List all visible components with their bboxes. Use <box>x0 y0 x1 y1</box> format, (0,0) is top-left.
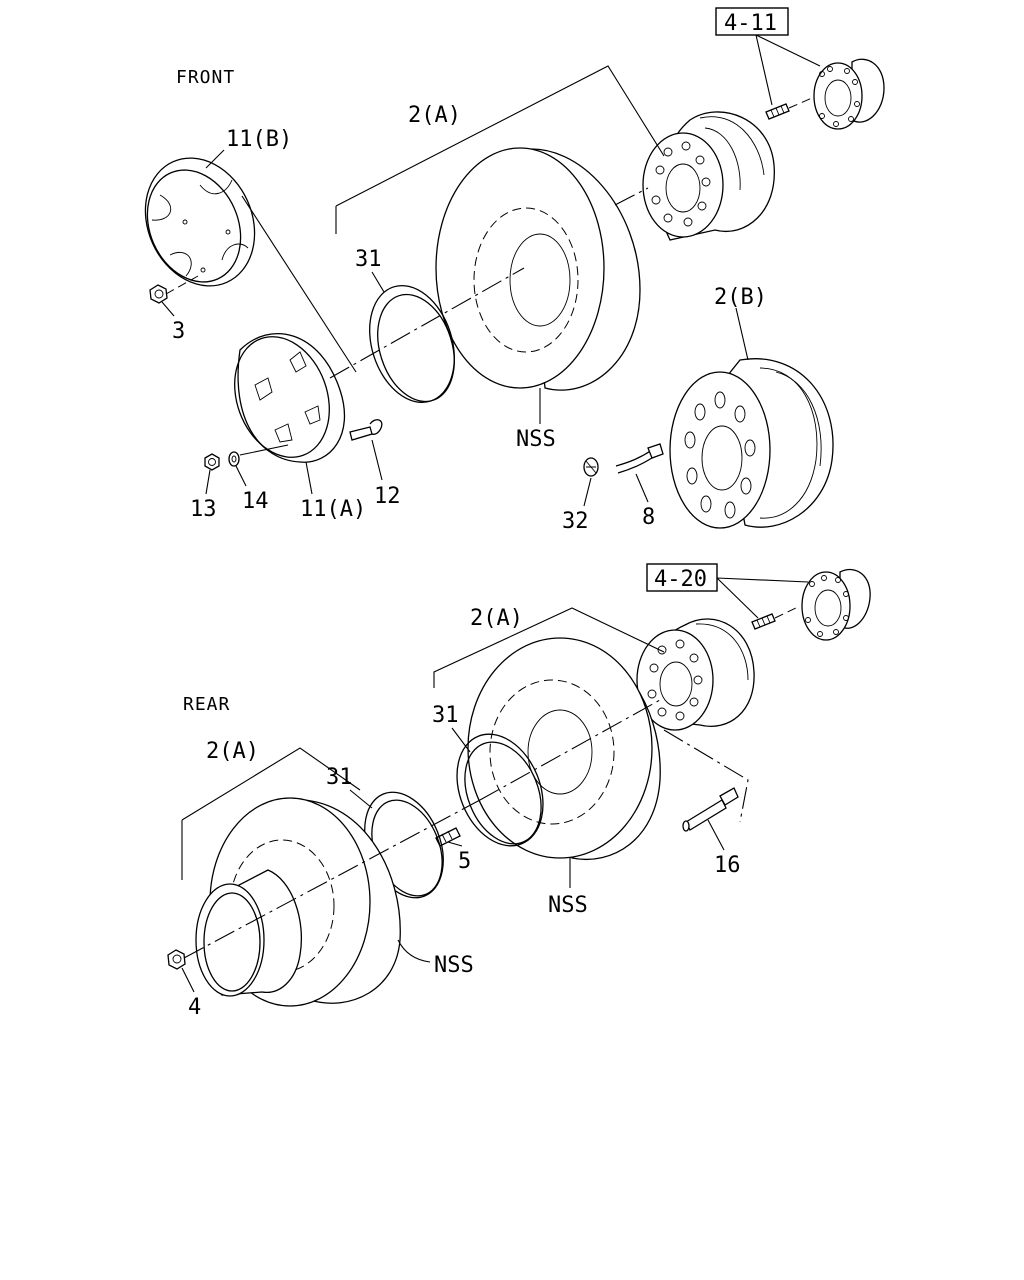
front-tire <box>435 147 641 391</box>
valve-extension-16 <box>682 787 739 832</box>
ref-front-hub-label: 4-11 <box>724 11 777 36</box>
label-tire-rear-inner: NSS <box>548 893 588 918</box>
bolt-12 <box>349 419 383 441</box>
rear-wheel-assy-inner-bracket <box>433 607 665 688</box>
front-section-label: FRONT <box>176 67 235 88</box>
front-hub-bolt <box>765 103 790 120</box>
label-nut-3: 3 <box>172 319 185 344</box>
ref-rear-hub-leader <box>716 577 809 619</box>
washer-14 <box>228 451 240 467</box>
label-side-ring-rear-inner: 31 <box>432 703 459 728</box>
label-side-ring-rear-outer: 31 <box>326 765 353 790</box>
rear-section-label: REAR <box>183 694 230 715</box>
label-washer-14: 14 <box>242 489 269 514</box>
rear-wheel-rim-outer <box>195 869 302 997</box>
rear-tire-inner <box>467 637 661 860</box>
wheel-cover-inner <box>234 333 346 463</box>
label-cap-32: 32 <box>562 509 589 534</box>
label-valve-extension-8: 8 <box>642 505 655 530</box>
label-wheel-cover-inner: 11(A) <box>300 497 366 522</box>
front-disc-wheel <box>669 358 834 529</box>
label-nut-4: 4 <box>188 995 201 1020</box>
nut-4 <box>167 949 186 970</box>
label-wheel-cover-outer: 11(B) <box>226 127 292 152</box>
label-tire-front: NSS <box>516 427 556 452</box>
rear-hub-bolt <box>751 613 776 630</box>
label-side-ring-front: 31 <box>355 247 382 272</box>
label-front-wheel-assy: 2(A) <box>408 103 461 128</box>
front-wheel-rim <box>642 111 775 241</box>
rear-side-ring-inner <box>456 733 544 847</box>
front-wheel-assy-bracket <box>335 65 665 234</box>
label-rear-wheel-assy-outer: 2(A) <box>206 739 259 764</box>
ref-rear-hub-label: 4-20 <box>654 567 707 592</box>
ref-box-front-hub[interactable]: 4-11 <box>715 7 789 36</box>
front-side-ring <box>369 284 455 404</box>
label-valve-5: 5 <box>458 849 471 874</box>
cap-32 <box>583 457 599 477</box>
ref-box-rear-hub[interactable]: 4-20 <box>646 563 718 592</box>
valve-extension-8 <box>615 443 664 474</box>
label-valve-extension-16: 16 <box>714 853 741 878</box>
nut-13 <box>204 453 220 471</box>
label-nut-13: 13 <box>190 497 217 522</box>
label-bolt-12: 12 <box>374 484 401 509</box>
wheel-cover-outer <box>144 157 256 287</box>
ref-front-hub-leader <box>755 34 821 106</box>
label-tire-rear-outer: NSS <box>434 953 474 978</box>
rear-wheel-assy-outer-bracket <box>181 747 361 880</box>
rear-wheel-rim-inner <box>636 618 755 731</box>
label-rear-wheel-assy-inner: 2(A) <box>470 606 523 631</box>
front-hub-drawing <box>813 58 885 130</box>
label-front-disc-wheel: 2(B) <box>714 285 767 310</box>
rear-hub-drawing <box>801 568 871 641</box>
nut-3 <box>149 284 168 304</box>
